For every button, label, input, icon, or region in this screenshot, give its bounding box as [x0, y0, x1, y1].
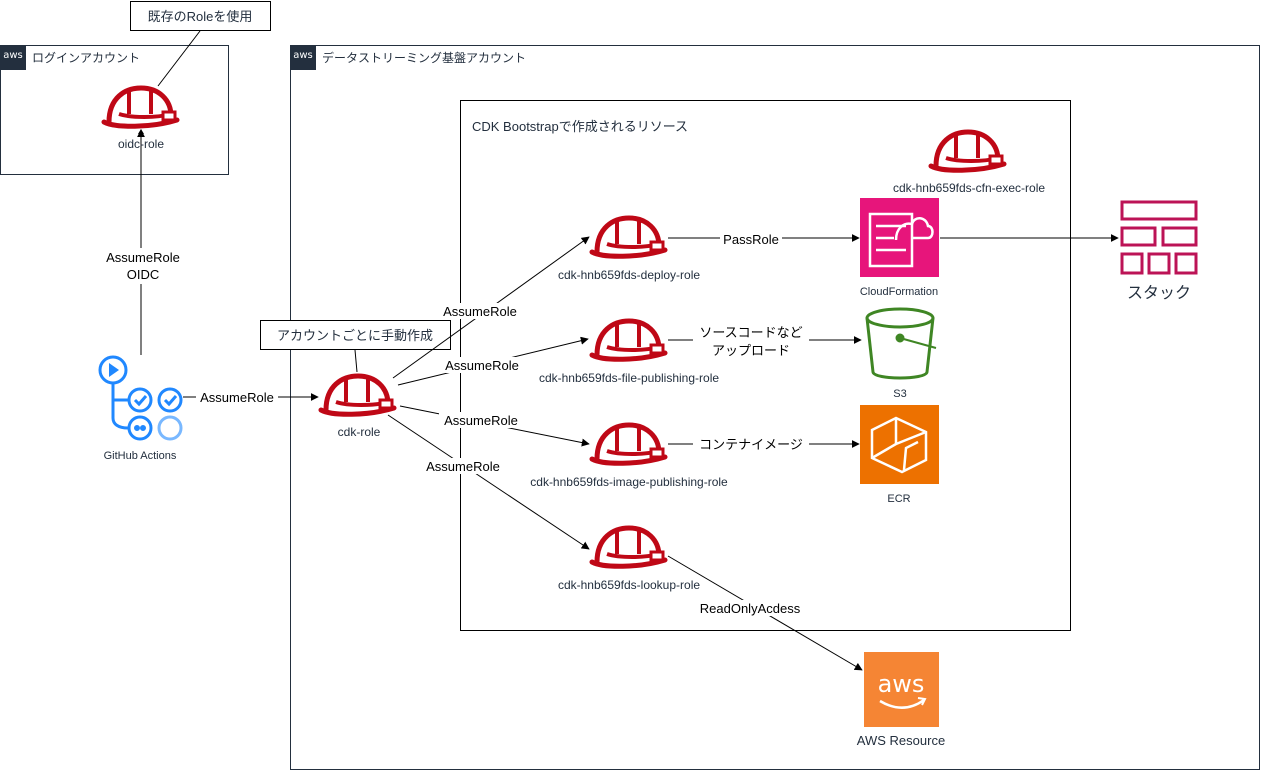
streaming-account-group: aws データストリーミング基盤アカウント [290, 45, 1260, 770]
aws-resource-label: AWS Resource [857, 733, 945, 748]
edge-label-upload: アップロード [712, 343, 790, 358]
edge-labels: AssumeRole OIDC AssumeRole AssumeRole As… [100, 231, 809, 616]
lookup-role-node: cdk-hnb659fds-lookup-role [558, 528, 700, 592]
ecr-label: ECR [887, 493, 910, 505]
s3-label: S3 [893, 388, 906, 400]
iam-role-icon [321, 376, 394, 414]
streaming-account-label: データストリーミング基盤アカウント [322, 50, 526, 65]
edge-label-assume-oidc: AssumeRole [106, 250, 180, 265]
svg-text:アカウントごとに手動作成: アカウントごとに手動作成 [277, 328, 433, 343]
iam-role-icon [592, 218, 665, 256]
github-actions-icon [98, 355, 183, 441]
stack-icon [1120, 200, 1198, 275]
iam-role-icon [592, 321, 665, 359]
edge-label-cdk-to-image: AssumeRole [444, 413, 518, 428]
aws-badge-text: aws [293, 50, 313, 61]
oidc-role-label: oidc-role [118, 137, 164, 151]
edge-label-read-only: ReadOnlyAcdess [700, 601, 801, 616]
edge-label-cdk-to-lookup: AssumeRole [426, 459, 500, 474]
image-publishing-role-node: cdk-hnb659fds-image-publishing-role [530, 425, 728, 489]
note-existing-role: 既存のRoleを使用 [130, 1, 271, 87]
stack-node: スタック [1120, 200, 1198, 302]
github-actions-node: GitHub Actions [98, 355, 183, 462]
aws-resource-node: aws AWS Resource [857, 652, 945, 748]
cdk-role-node: cdk-role [321, 376, 394, 439]
ecr-node: ECR [860, 405, 939, 505]
edge-label-gh-to-cdk: AssumeRole [200, 390, 274, 405]
cloudformation-node: CloudFormation [860, 198, 939, 298]
s3-node: S3 [865, 307, 937, 400]
svg-text:既存のRoleを使用: 既存のRoleを使用 [148, 9, 253, 24]
file-publishing-role-label: cdk-hnb659fds-file-publishing-role [539, 371, 719, 385]
note-manual-create: アカウントごとに手動作成 [260, 320, 451, 373]
edge-label-container-image: コンテナイメージ [699, 437, 803, 452]
edge-label-source-code: ソースコードなど [699, 325, 802, 340]
edge-label-cdk-to-deploy: AssumeRole [443, 304, 517, 319]
bootstrap-label: CDK Bootstrapで作成されるリソース [472, 119, 688, 134]
login-account-label: ログインアカウント [32, 51, 140, 65]
aws-logo-icon [864, 652, 939, 727]
s3-bucket-icon [865, 307, 937, 380]
iam-role-icon [104, 88, 177, 126]
image-publishing-role-label: cdk-hnb659fds-image-publishing-role [530, 475, 728, 489]
edge-label-pass-role: PassRole [723, 232, 779, 247]
edge-label-oidc: OIDC [127, 267, 160, 282]
aws-logo-text: aws [878, 670, 925, 698]
cloudformation-label: CloudFormation [860, 286, 938, 298]
cfn-exec-role-node: cdk-hnb659fds-cfn-exec-role [893, 132, 1045, 195]
deploy-role-label: cdk-hnb659fds-deploy-role [558, 268, 700, 282]
iam-role-icon [592, 425, 665, 463]
aws-badge-icon [0, 45, 26, 70]
edge-label-cdk-to-file: AssumeRole [445, 358, 519, 373]
cdk-role-label: cdk-role [338, 425, 381, 439]
bootstrap-group: CDK Bootstrapで作成されるリソース [460, 100, 1071, 631]
aws-badge-icon [290, 45, 316, 70]
iam-role-icon [592, 528, 665, 566]
file-publishing-role-node: cdk-hnb659fds-file-publishing-role [539, 321, 719, 385]
cfn-exec-role-label: cdk-hnb659fds-cfn-exec-role [893, 181, 1045, 195]
aws-badge-text: aws [3, 50, 23, 61]
iam-role-icon [931, 132, 1004, 170]
github-actions-label: GitHub Actions [104, 450, 177, 462]
oidc-role-node: oidc-role [104, 88, 177, 151]
deploy-role-node: cdk-hnb659fds-deploy-role [558, 218, 700, 282]
lookup-role-label: cdk-hnb659fds-lookup-role [558, 578, 700, 592]
stack-label: スタック [1127, 284, 1191, 302]
login-account-group: aws ログインアカウント [0, 45, 229, 175]
